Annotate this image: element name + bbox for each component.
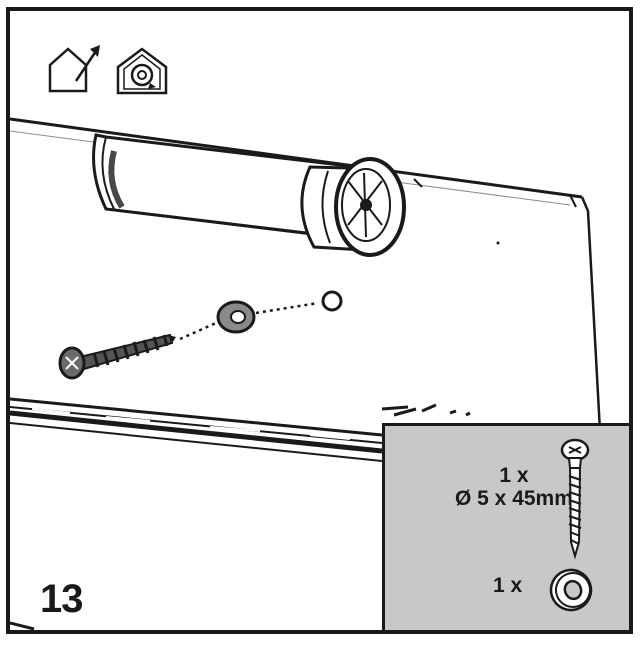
assembly-illustration xyxy=(10,117,602,630)
screw-exploded xyxy=(58,333,176,380)
parts-panel: 1 x Ø 5 x 45mm 1 x xyxy=(382,423,629,630)
step-number: 13 xyxy=(40,577,83,621)
washer-icon xyxy=(549,568,593,612)
instruction-frame: 13 1 x Ø 5 x 45mm 1 x xyxy=(6,7,633,634)
house-extraction-icon xyxy=(48,45,100,93)
screw-quantity: 1 x xyxy=(499,464,529,487)
screw-icon xyxy=(560,438,590,560)
screw-spec: Ø 5 x 45mm xyxy=(455,487,573,510)
washer-exploded xyxy=(216,300,256,334)
hood-lower-edge xyxy=(10,397,471,462)
mounting-hole xyxy=(321,290,343,312)
duct-connector xyxy=(92,133,423,257)
washer-quantity: 1 x xyxy=(493,574,523,597)
screw-quantity-label: 1 x Ø 5 x 45mm xyxy=(455,464,573,510)
house-recirculation-icon xyxy=(116,47,168,95)
